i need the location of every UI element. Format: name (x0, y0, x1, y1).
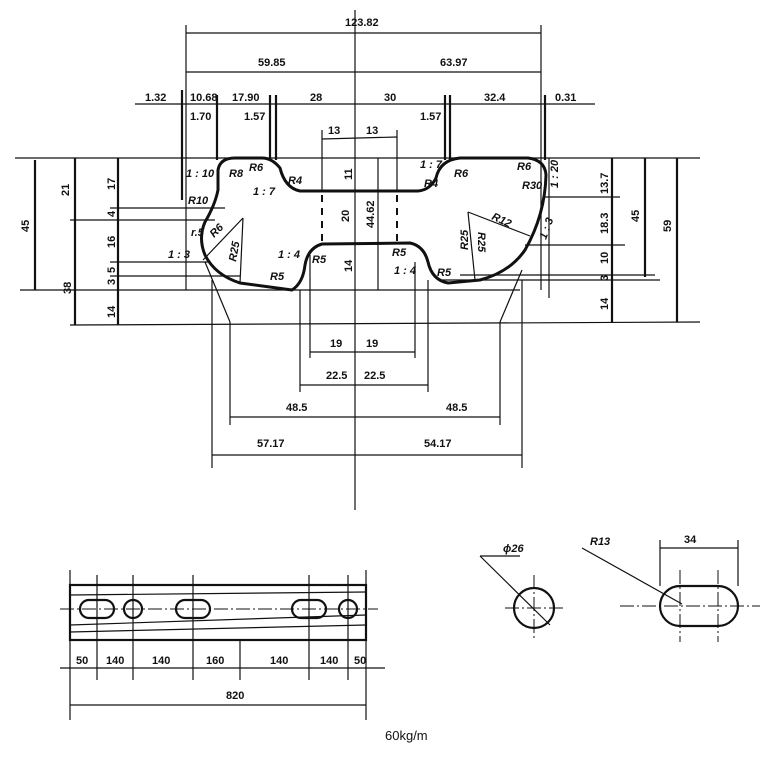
radius-r10: R10 (188, 195, 209, 207)
radius-r25-right-b: R25 (475, 232, 487, 253)
dim-19-left: 19 (330, 338, 342, 350)
radius-r6-right-corner: R6 (517, 161, 532, 173)
radius-r25-left: R25 (227, 240, 242, 263)
radius-r5-left-foot: R5 (270, 271, 285, 283)
dim-1-57-right: 1.57 (420, 111, 441, 123)
dim-1-70: 1.70 (190, 111, 211, 123)
radius-r8: R8 (229, 168, 244, 180)
radius-r25-right-a: R25 (459, 229, 471, 250)
slope-1-7-right: 1 : 7 (420, 159, 443, 171)
dim-5: 5 (106, 267, 118, 273)
dim-11: 11 (343, 168, 355, 180)
dim-45-left: 45 (20, 220, 32, 232)
radius-r6-right-inner: R6 (454, 168, 469, 180)
dim-13-left: 13 (328, 125, 340, 137)
radius-r5-left-web: R5 (312, 254, 327, 266)
radius-r12: R12 (490, 211, 513, 230)
dim-overall-width: 123.82 (345, 17, 379, 29)
round-hole-diameter: ϕ26 (503, 543, 524, 555)
spacing-50-right: 50 (354, 655, 366, 667)
slope-1-3-left: 1 : 3 (168, 249, 190, 261)
dim-30: 30 (384, 92, 396, 104)
round-hole-detail (479, 555, 565, 640)
total-length-820: 820 (226, 690, 244, 702)
oblong-hole-width: 34 (684, 534, 697, 546)
dim-10: 10 (599, 252, 611, 264)
slope-1-4-left: 1 : 4 (278, 249, 300, 261)
dim-4: 4 (106, 210, 118, 217)
dim-1-57-left: 1.57 (244, 111, 265, 123)
spacing-140-c: 140 (270, 655, 288, 667)
radius-r5-left-chamfer: r.5 (191, 227, 205, 239)
dim-48-5-right: 48.5 (446, 402, 467, 414)
radius-r5-right-web: R5 (392, 247, 407, 259)
oblong-hole-radius: R13 (590, 536, 610, 548)
top-dimensions (135, 25, 595, 290)
dim-3-left: 3 (106, 279, 118, 285)
radius-r4-left: R4 (288, 175, 302, 187)
dim-38: 38 (62, 282, 74, 294)
dim-17: 17 (106, 178, 118, 190)
rail-elevation (60, 570, 385, 720)
slope-1-3-right: 1 : 3 (538, 216, 557, 241)
dim-18-3: 18.3 (599, 213, 611, 234)
rail-weight-caption: 60kg/m (385, 728, 428, 743)
dim-13-7: 13.7 (599, 173, 611, 194)
dim-20: 20 (340, 210, 352, 222)
dim-14-center: 14 (343, 259, 355, 272)
dim-left-half: 59.85 (258, 57, 286, 69)
radius-r5-right-foot: R5 (437, 267, 452, 279)
dim-19-right: 19 (366, 338, 378, 350)
spacing-140-d: 140 (320, 655, 338, 667)
dim-22-5-right: 22.5 (364, 370, 385, 382)
dim-right-half: 63.97 (440, 57, 468, 69)
dim-3-right: 3 (599, 275, 611, 281)
dim-17-90: 17.90 (232, 92, 260, 104)
slope-1-20: 1 : 20 (549, 159, 561, 188)
dim-57-17: 57.17 (257, 438, 285, 450)
dim-28: 28 (310, 92, 322, 104)
dim-54-17: 54.17 (424, 438, 452, 450)
radius-r6-left-top: R6 (249, 162, 264, 174)
dim-45-right: 45 (630, 210, 642, 222)
dim-44-62: 44.62 (365, 200, 377, 228)
radius-r30: R30 (522, 180, 543, 192)
dim-16: 16 (106, 236, 118, 248)
spacing-140-b: 140 (152, 655, 170, 667)
rail-profile-outline (200, 156, 548, 292)
height-reference-lines (15, 157, 701, 326)
dim-13-right: 13 (366, 125, 378, 137)
dim-1-32: 1.32 (145, 92, 166, 104)
bottom-dimensions (211, 255, 523, 468)
dim-14-right: 14 (599, 297, 611, 310)
spacing-140-a: 140 (106, 655, 124, 667)
dim-32-4: 32.4 (484, 92, 506, 104)
slope-1-4-right: 1 : 4 (394, 265, 416, 277)
oblong-hole-detail (581, 540, 760, 642)
construction-lines (202, 211, 531, 323)
dim-59: 59 (662, 220, 674, 232)
slope-1-10: 1 : 10 (186, 168, 215, 180)
dim-22-5-left: 22.5 (326, 370, 347, 382)
dim-48-5-left: 48.5 (286, 402, 307, 414)
dim-21: 21 (60, 184, 72, 196)
spacing-50-left: 50 (76, 655, 88, 667)
slope-1-7-left: 1 : 7 (253, 186, 276, 198)
dim-14-left: 14 (106, 305, 118, 318)
spacing-160: 160 (206, 655, 224, 667)
dim-0-31: 0.31 (555, 92, 576, 104)
radius-r4-right: R4 (424, 178, 438, 190)
dim-10-68: 10.68 (190, 92, 218, 104)
